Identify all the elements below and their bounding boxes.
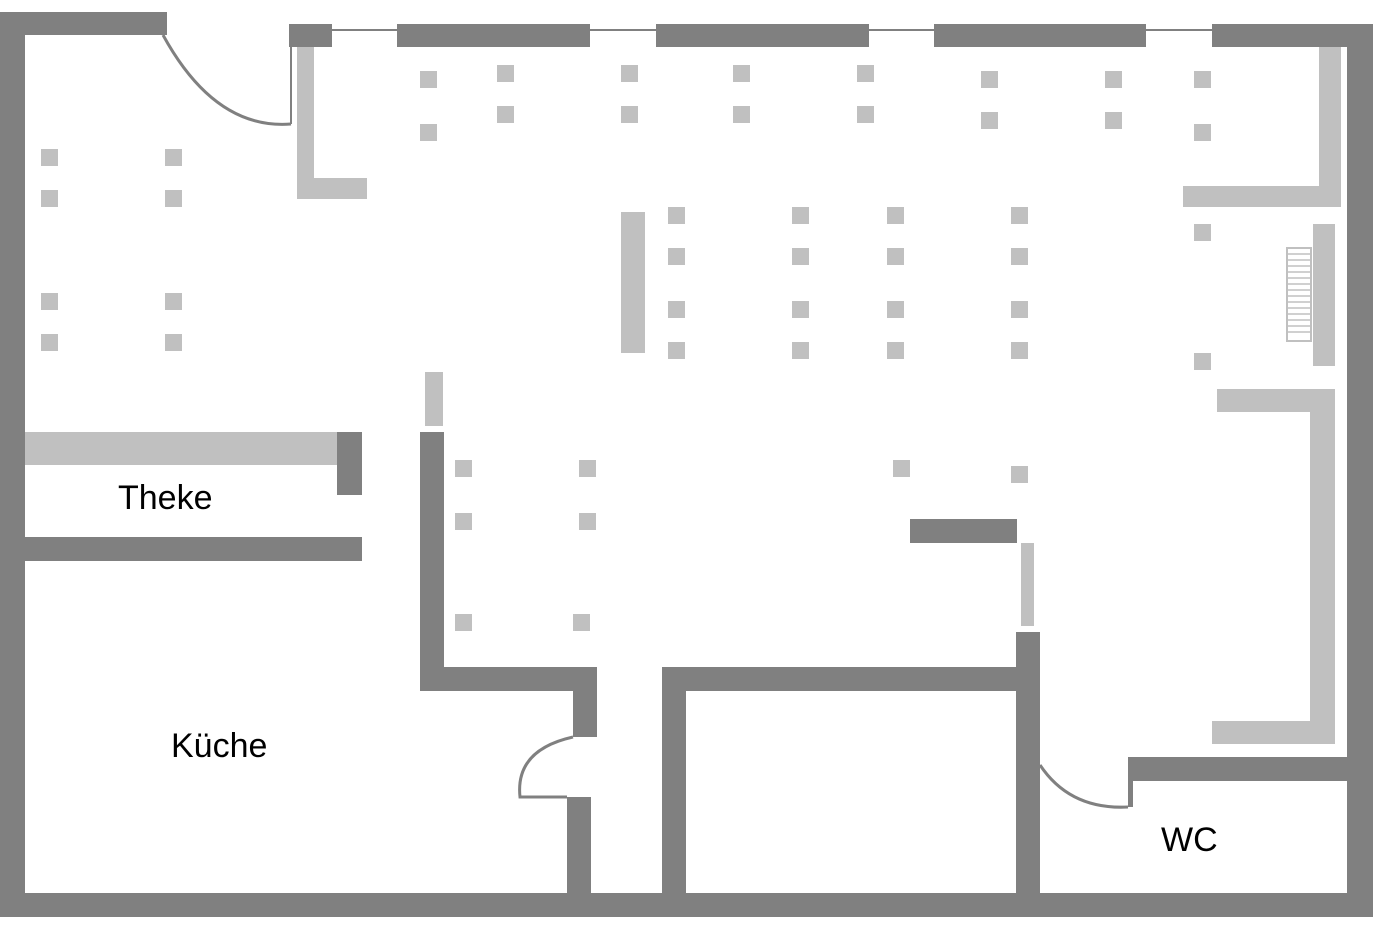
room-label-wc: WC <box>1161 821 1218 859</box>
wall-theke-end <box>337 432 362 495</box>
seat <box>792 301 809 318</box>
stairs <box>1286 247 1312 342</box>
seat <box>455 513 472 530</box>
seat <box>1105 112 1122 129</box>
seat <box>1194 224 1211 241</box>
seat <box>1011 466 1028 483</box>
wall-top-left <box>0 12 167 35</box>
furniture <box>25 47 1341 744</box>
outer-walls <box>0 12 1373 917</box>
seat <box>573 614 590 631</box>
seat <box>887 207 904 224</box>
seat <box>857 65 874 82</box>
seats <box>41 65 1211 631</box>
seat <box>1011 342 1028 359</box>
wall-door-jamb-lower <box>567 797 591 895</box>
seat <box>420 71 437 88</box>
seat <box>165 334 182 351</box>
seat <box>733 65 750 82</box>
seat <box>887 301 904 318</box>
kitchen-door <box>518 735 574 799</box>
interior-walls <box>25 432 1347 897</box>
seat <box>1194 71 1211 88</box>
wall-wc-top <box>1128 757 1347 781</box>
seat <box>41 149 58 166</box>
seat <box>455 460 472 477</box>
seat <box>981 112 998 129</box>
bench-thin <box>1021 543 1034 626</box>
seat <box>981 71 998 88</box>
seat <box>857 106 874 123</box>
entrance-door <box>161 34 292 126</box>
seat <box>165 149 182 166</box>
seat <box>1105 71 1122 88</box>
seat <box>165 293 182 310</box>
seat <box>420 124 437 141</box>
wall-middle-vertical <box>420 432 444 690</box>
stair-rail <box>1313 224 1335 366</box>
seat <box>165 190 182 207</box>
seat <box>455 614 472 631</box>
bench-right-bottom <box>1212 721 1335 744</box>
bench-entrance-horizontal <box>297 178 367 199</box>
seat <box>621 65 638 82</box>
bench-top-right-horizontal <box>1183 186 1341 207</box>
wall-storage-right <box>1016 632 1040 897</box>
doors <box>161 34 1129 809</box>
seat <box>1011 207 1028 224</box>
seat <box>1194 124 1211 141</box>
room-label-kueche: Küche <box>171 727 267 765</box>
seat <box>497 106 514 123</box>
seat <box>1011 301 1028 318</box>
bench-entrance-vertical <box>297 47 314 199</box>
seat <box>1194 353 1211 370</box>
seat <box>887 342 904 359</box>
bench-top-right-vertical <box>1319 47 1341 207</box>
wall-right <box>1347 28 1373 917</box>
seat <box>579 513 596 530</box>
seat <box>668 248 685 265</box>
seat <box>792 248 809 265</box>
wall-top-segment-3 <box>934 24 1146 47</box>
seat <box>668 342 685 359</box>
seat <box>668 207 685 224</box>
wall-kueche-top <box>25 537 362 561</box>
wall-wc-post <box>1128 757 1133 807</box>
seat <box>893 460 910 477</box>
seat <box>792 207 809 224</box>
seat <box>733 106 750 123</box>
seat <box>41 334 58 351</box>
seat <box>621 106 638 123</box>
wall-top-stub <box>289 24 332 47</box>
wall-top-segment-4 <box>1212 24 1373 47</box>
bench-right-top <box>1217 389 1335 412</box>
bench-center <box>621 212 645 353</box>
wall-door-jamb-upper <box>573 667 597 737</box>
seat <box>41 293 58 310</box>
wall-storage-top <box>662 667 1040 691</box>
seat <box>41 190 58 207</box>
seat <box>1011 248 1028 265</box>
seat <box>497 65 514 82</box>
bench-right-vertical <box>1310 389 1335 744</box>
seat <box>579 460 596 477</box>
room-label-theke: Theke <box>118 479 213 517</box>
wc-door <box>1038 764 1129 809</box>
seat <box>668 301 685 318</box>
wall-short-interior <box>910 519 1017 543</box>
wall-middle-horizontal <box>420 667 597 691</box>
wall-storage-left <box>662 667 686 897</box>
wall-left <box>0 12 25 917</box>
wall-top-segment-2 <box>656 24 869 47</box>
bench-small <box>425 372 443 426</box>
seat <box>792 342 809 359</box>
seat <box>887 248 904 265</box>
wall-bottom <box>0 893 1373 917</box>
wall-top-segment-1 <box>397 24 590 47</box>
theke-counter <box>25 432 337 465</box>
